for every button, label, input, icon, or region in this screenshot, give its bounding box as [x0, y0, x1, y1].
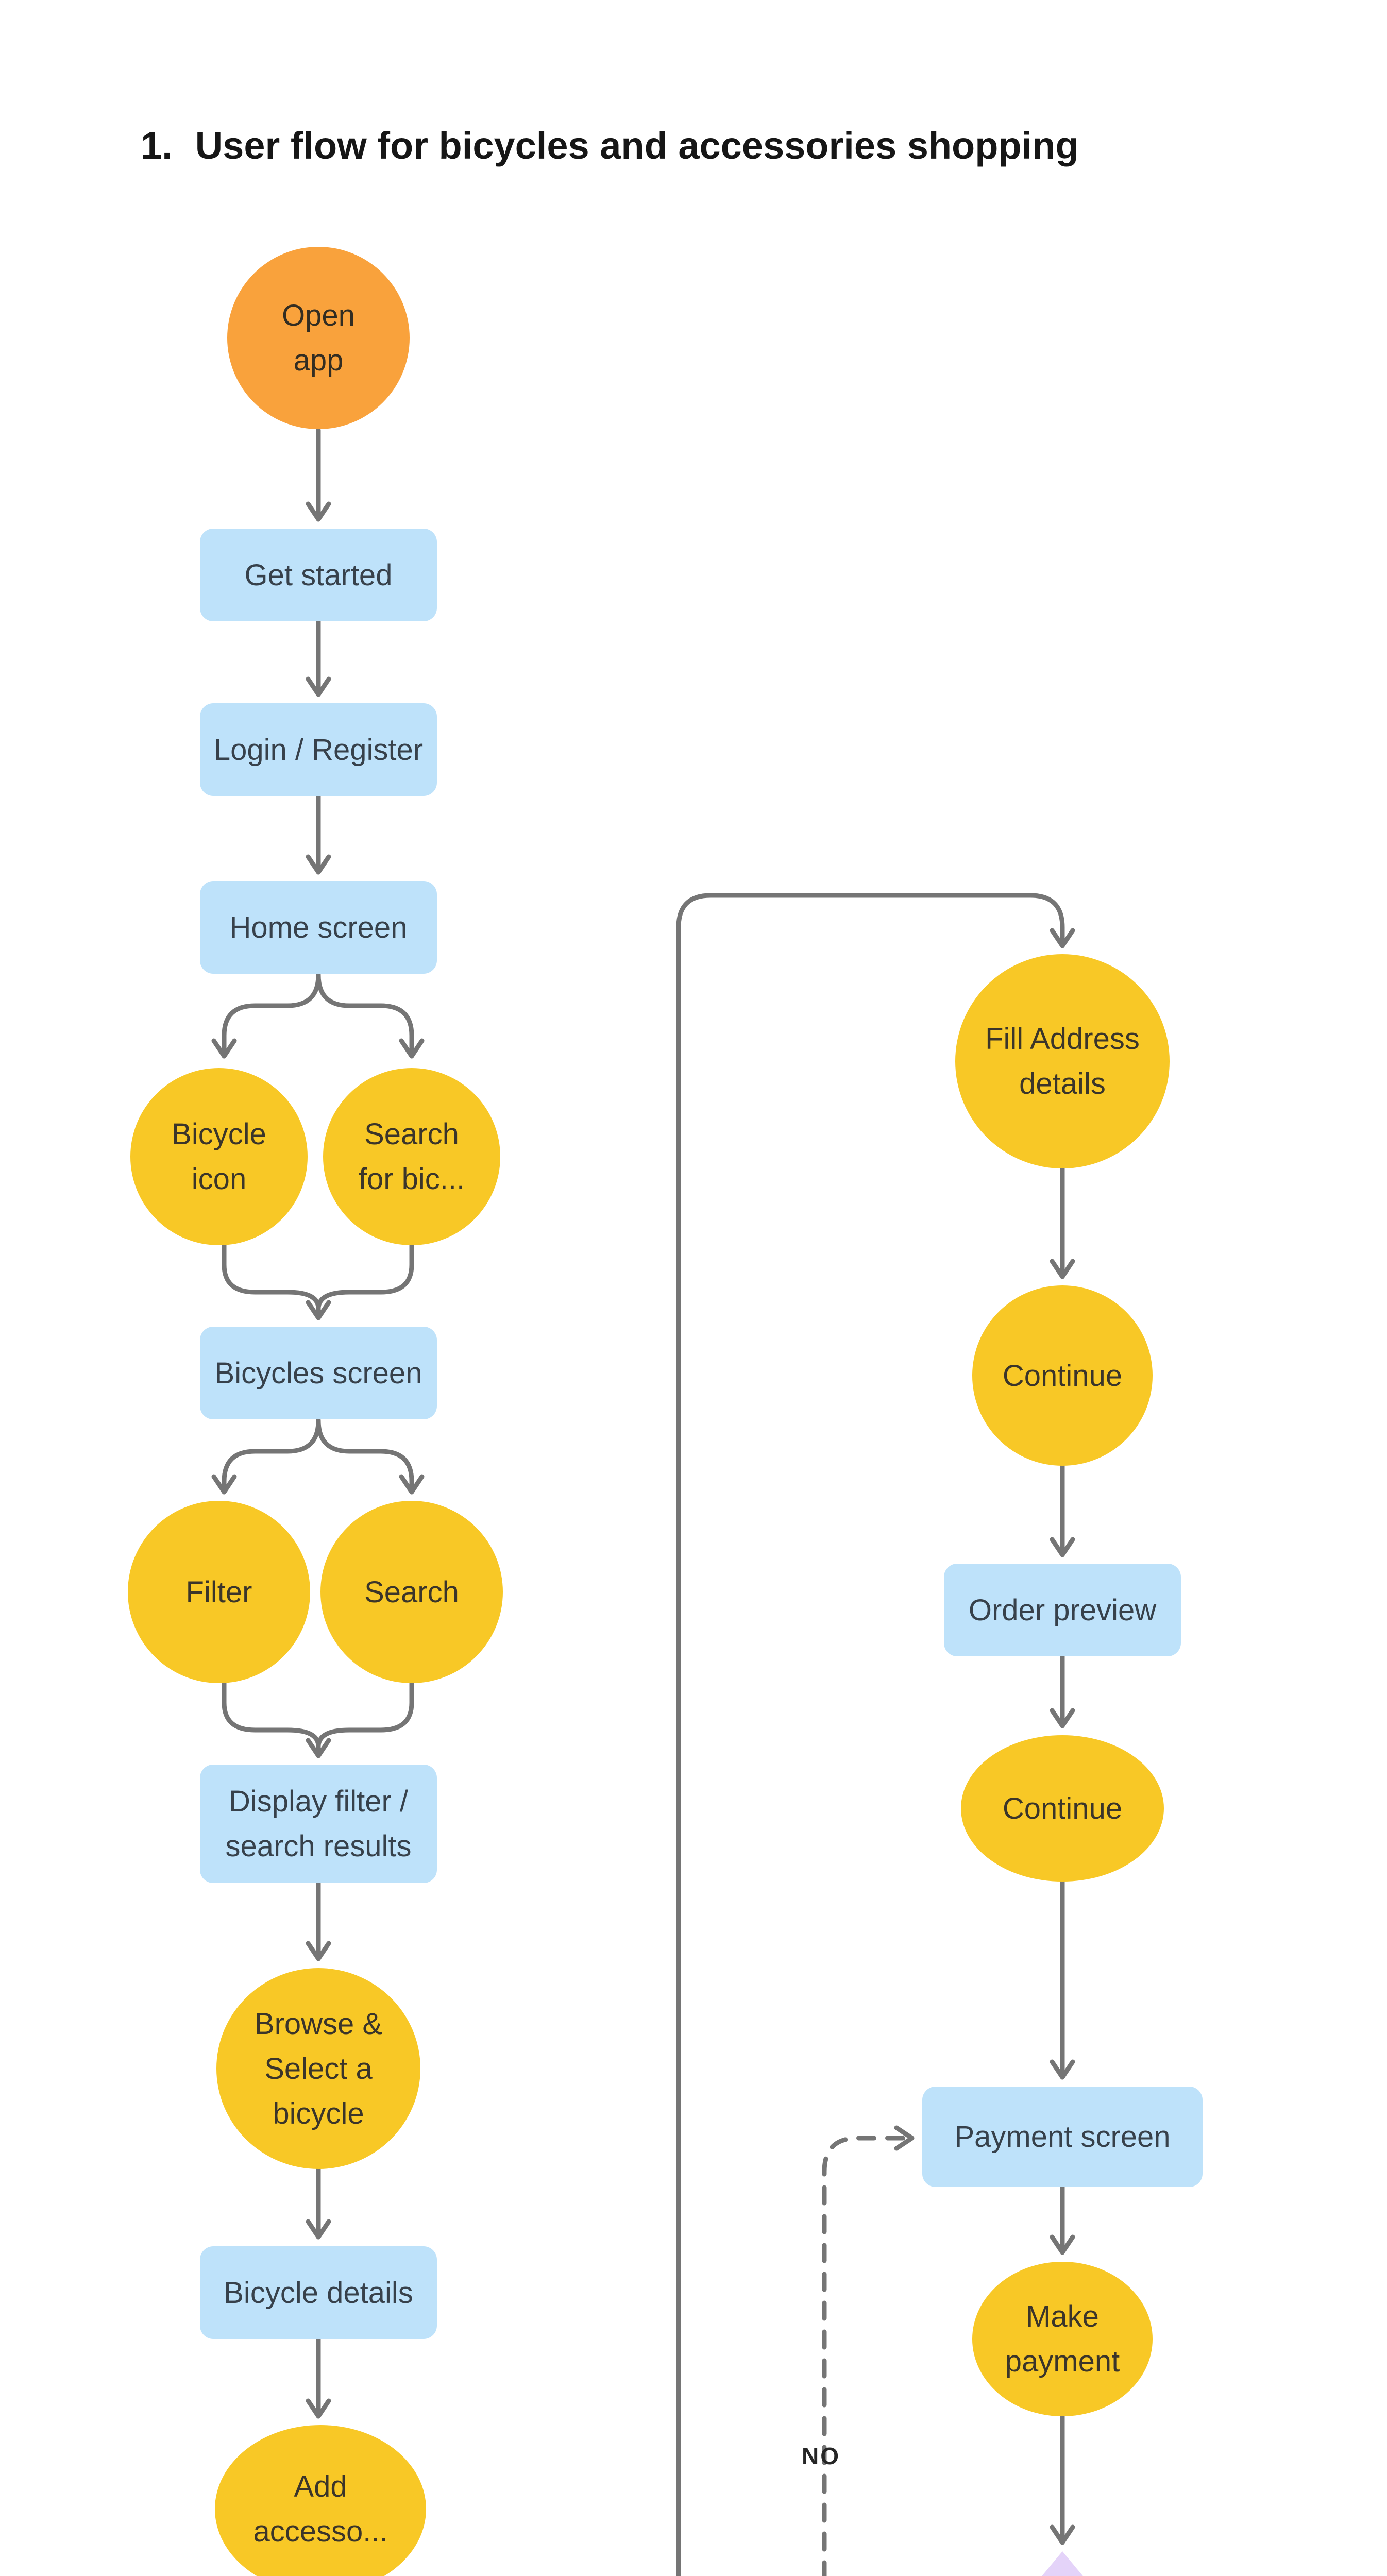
node-search-for-bicycle-label: Search for bic...	[358, 1117, 465, 1196]
node-order-preview: Order preview	[944, 1564, 1181, 1656]
node-search-for-bicycle: Search for bic...	[323, 1068, 500, 1245]
node-bicycle-icon: Bicycle icon	[130, 1068, 308, 1245]
node-fill-address-label: Fill Address details	[985, 1022, 1140, 1100]
node-payment-screen: Payment screen	[922, 2087, 1203, 2187]
title-text: User flow for bicycles and accessories s…	[195, 124, 1079, 167]
node-filter-label: Filter	[185, 1575, 252, 1609]
node-home-screen: Home screen	[200, 881, 437, 974]
node-continue-1-label: Continue	[1002, 1359, 1123, 1393]
node-bicycles-screen: Bicycles screen	[200, 1327, 437, 1419]
node-get-started-label: Get started	[244, 558, 393, 592]
node-continue-2: Continue	[961, 1735, 1164, 1882]
node-order-preview-label: Order preview	[968, 1593, 1157, 1627]
node-continue-2-label: Continue	[1002, 1791, 1123, 1825]
branch-label-no: NO	[802, 2443, 840, 2469]
node-add-accessories: Add accesso...	[215, 2425, 426, 2576]
node-bicycle-icon-label: Bicycle icon	[172, 1117, 266, 1196]
node-get-started: Get started	[200, 529, 437, 621]
node-browse-select-label: Browse & Select a bicycle	[254, 2007, 383, 2130]
node-bicycle-details-label: Bicycle details	[224, 2276, 413, 2310]
node-search-label: Search	[364, 1575, 459, 1609]
node-open-app: Open app	[227, 247, 410, 429]
node-login-register-label: Login / Register	[213, 733, 424, 767]
node-search: Search	[320, 1501, 503, 1683]
node-home-screen-label: Home screen	[229, 910, 408, 944]
node-continue-1: Continue	[972, 1285, 1153, 1466]
node-login-register: Login / Register	[200, 703, 437, 796]
node-browse-select: Browse & Select a bicycle	[216, 1968, 420, 2169]
node-make-payment-label: Make payment	[1005, 2300, 1120, 2378]
node-make-payment: Make payment	[972, 2262, 1153, 2416]
page-title: 1. User flow for bicycles and accessorie…	[141, 124, 1079, 167]
node-bicycles-screen-label: Bicycles screen	[214, 1356, 422, 1390]
title-number: 1.	[141, 124, 173, 167]
node-fill-address: Fill Address details	[955, 954, 1170, 1168]
node-filter: Filter	[128, 1501, 310, 1683]
node-display-results: Display filter / search results	[200, 1765, 437, 1883]
node-open-app-label: Open app	[282, 299, 355, 377]
node-display-results-label: Display filter / search results	[225, 1785, 412, 1863]
node-add-accessories-label: Add accesso...	[253, 2470, 388, 2548]
node-payment-screen-label: Payment screen	[954, 2120, 1171, 2154]
node-bicycle-details: Bicycle details	[200, 2246, 437, 2339]
